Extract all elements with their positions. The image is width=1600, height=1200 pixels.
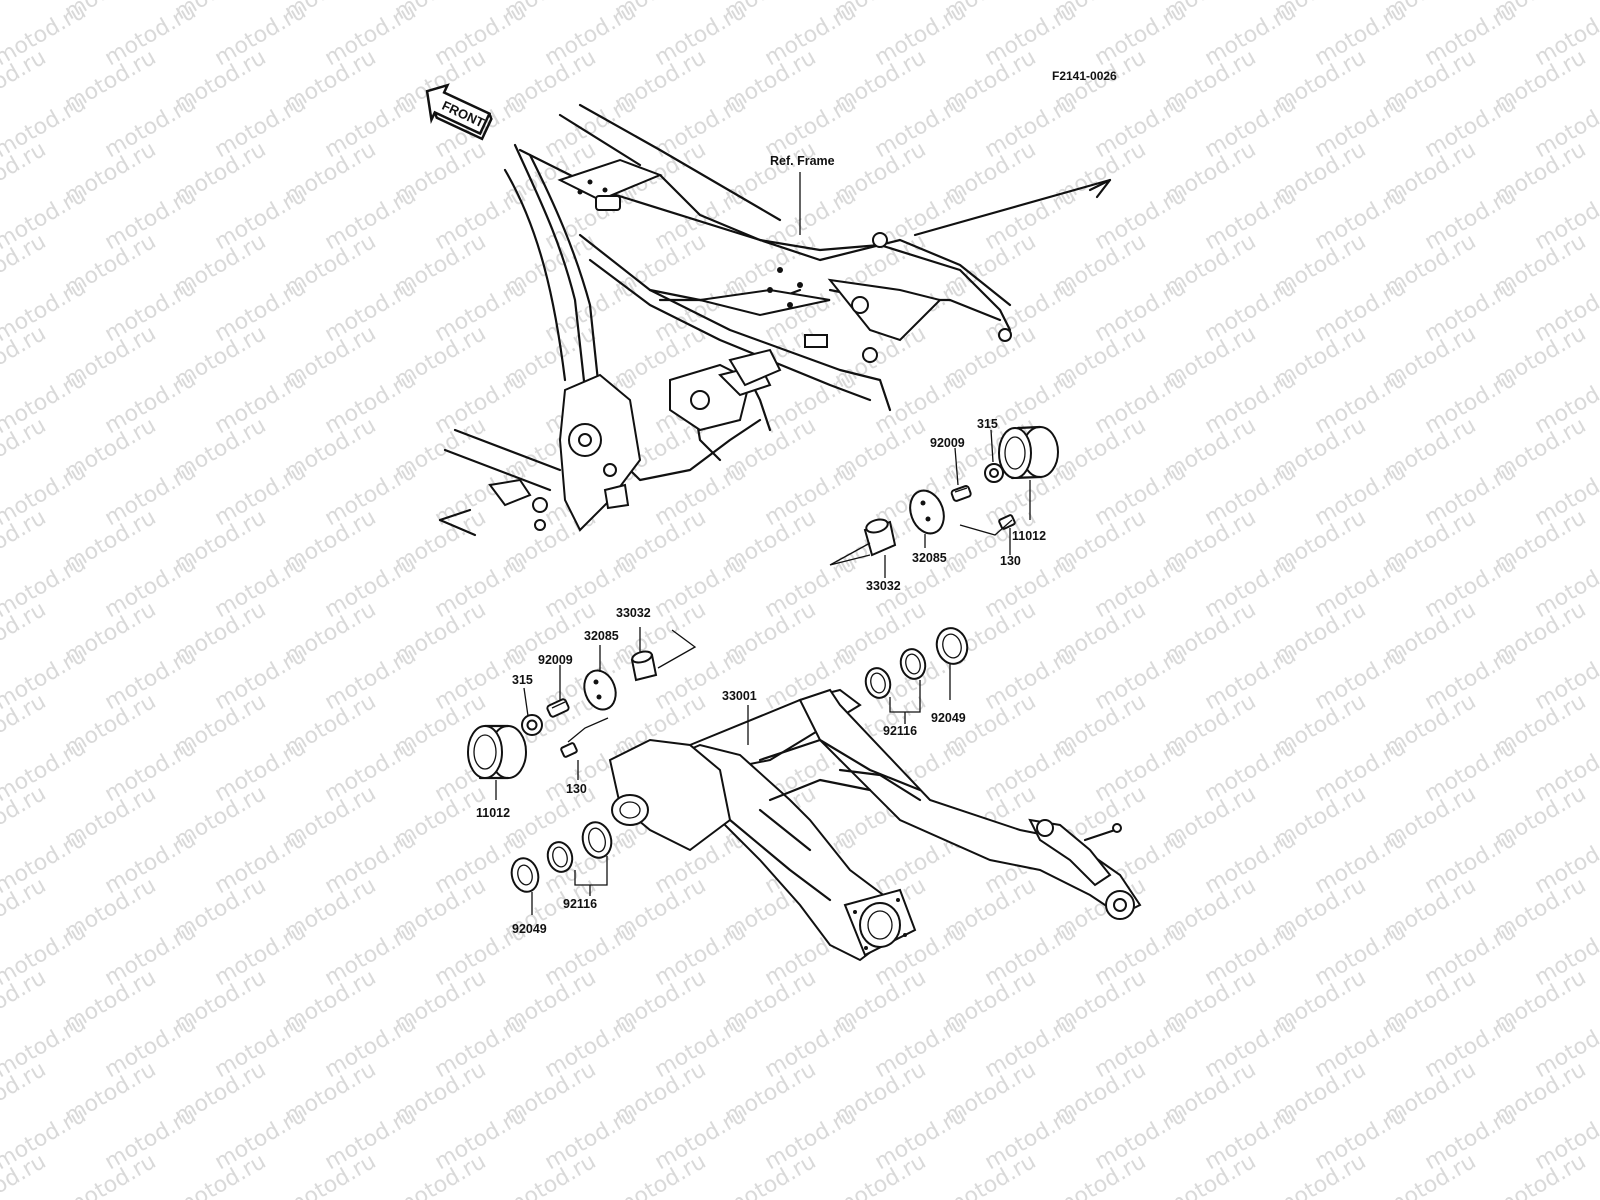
swingarm (608, 688, 1142, 962)
dust-cap-left (467, 724, 527, 800)
screw-right (950, 447, 972, 502)
bearing-right (864, 648, 927, 724)
motorcycle-frame (438, 103, 1112, 537)
part-label-315-left: 315 (512, 673, 533, 687)
seal-right (935, 627, 969, 700)
dust-cap-right (998, 425, 1059, 520)
plate-left (583, 645, 617, 711)
plate-right (909, 489, 945, 548)
part-label-92009-left: 92009 (538, 653, 573, 667)
part-label-11012-left: 11012 (476, 806, 510, 820)
bearing-left (546, 821, 613, 896)
diagram-code: F2141-0026 (1052, 69, 1117, 83)
part-label-92049-left: 92049 (512, 922, 547, 936)
part-label-33001: 33001 (722, 689, 757, 703)
bushing-right (829, 518, 897, 578)
nut-right (984, 429, 1004, 483)
seal-left (510, 857, 540, 915)
nut-left (521, 687, 543, 736)
part-label-130-right: 130 (1000, 554, 1021, 568)
part-label-33032-right: 33032 (866, 579, 901, 593)
screw-left (546, 665, 570, 718)
part-label-92009-right: 92009 (930, 436, 965, 450)
bolt-right (959, 514, 1016, 555)
bolt-left (560, 717, 609, 780)
bushing-left (630, 627, 697, 682)
part-label-11012-right: 11012 (1012, 529, 1046, 543)
part-label-92116-right: 92116 (883, 724, 917, 738)
part-label-33032-left: 33032 (616, 606, 651, 620)
part-label-92116-left: 92116 (563, 897, 597, 911)
part-label-315-right: 315 (977, 417, 998, 431)
part-label-32085-right: 32085 (912, 551, 947, 565)
part-label-92049-right: 92049 (931, 711, 966, 725)
part-label-130-left: 130 (566, 782, 587, 796)
frame-reference-label: Ref. Frame (770, 154, 835, 168)
part-label-32085-left: 32085 (584, 629, 619, 643)
